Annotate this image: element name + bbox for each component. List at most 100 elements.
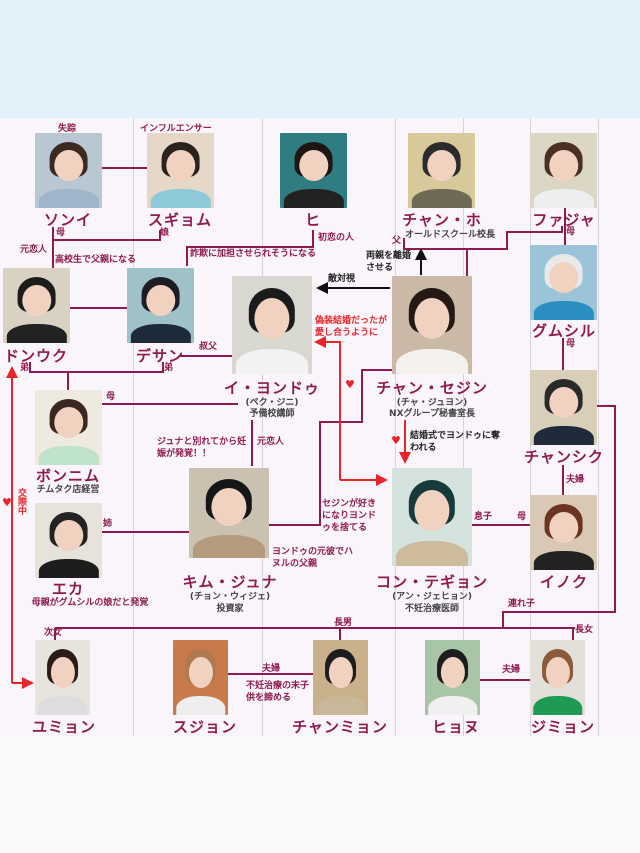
label-uncle: 叔父 <box>199 342 218 352</box>
label-fake-marriage: 偽装結婚だったが愛し合うように <box>315 316 388 338</box>
name-tegyon: コン・テギョン <box>375 573 489 591</box>
name-sonyi: ソンイ <box>43 211 93 229</box>
portrait-bonnim <box>35 390 102 465</box>
name-juna: キム・ジュナ <box>182 573 278 591</box>
portrait-jimyon <box>530 640 585 715</box>
grid-line <box>395 118 396 736</box>
name-sugyom: スギョム <box>147 211 213 229</box>
sugyom-tag: インフルエンサー <box>140 124 212 134</box>
portrait-yondu <box>232 276 312 374</box>
label-dumped: セジンが好きになりヨンドゥを捨てる <box>322 499 377 533</box>
portrait-hi <box>280 133 347 208</box>
portrait-desan <box>127 268 194 343</box>
name-hi: ヒ <box>304 211 322 229</box>
label-hostile: 敵対視 <box>328 274 356 284</box>
heart-icon: ♥ <box>345 378 355 391</box>
eka-role: 母親がグムシルの娘だと発覚 <box>31 598 149 608</box>
label-older-sister: 姉 <box>103 519 113 529</box>
grid-line <box>262 118 263 736</box>
label-father: 父 <box>392 236 402 246</box>
portrait-chansik <box>530 370 597 445</box>
label-eldest-daughter: 長女 <box>575 625 594 635</box>
portrait-hyonu <box>425 640 480 715</box>
yondu-role: 予備校講師 <box>249 409 295 419</box>
label-couple: 夫婦 <box>566 475 585 485</box>
sejin-role: NXグループ秘書室長 <box>389 409 475 419</box>
label-brother: 弟 <box>20 363 30 373</box>
name-bonnim: ボンニム <box>35 467 101 485</box>
sonyi-tag: 失踪 <box>58 124 77 134</box>
tegyon-actor: (アン・ジェヒョン) <box>392 592 472 602</box>
label-mother-gumsil: 母 <box>566 339 576 349</box>
portrait-gumsil <box>530 245 597 320</box>
portrait-donuk <box>3 268 70 343</box>
name-yondu: イ・ヨンドゥ <box>223 379 321 397</box>
juna-actor: (チョン・ウィジェ) <box>189 592 271 602</box>
label-pregnant: ジュナと別れてから妊娠が発覚！！ <box>157 437 247 459</box>
name-hyonu: ヒョヌ <box>431 718 481 736</box>
portrait-juna <box>189 468 269 558</box>
portrait-fajya <box>530 133 597 208</box>
yondu-actor: (ペク・ジニ) <box>245 398 299 408</box>
label-gave-up: 不妊治療の末子供を諦める <box>246 681 310 703</box>
label-mother-inoku: 母 <box>517 512 527 522</box>
name-donuk: ドンウク <box>3 347 69 365</box>
label-stepchild: 連れ子 <box>508 599 536 609</box>
portrait-inoku <box>530 495 597 570</box>
portrait-sugyom <box>147 133 214 208</box>
bonnim-role: チムタク店経営 <box>36 485 100 495</box>
label-eldest-son: 長男 <box>334 618 353 628</box>
label-second-daughter: 次女 <box>44 628 63 638</box>
header-band <box>0 0 640 118</box>
name-fajya: ファジャ <box>532 211 596 229</box>
portrait-tegyon <box>392 468 472 566</box>
link-chansik-children <box>502 405 616 628</box>
name-inoku: イノク <box>539 573 589 591</box>
label-first-love: 初恋の人 <box>318 233 355 243</box>
heart-icon: ♥ <box>391 434 401 447</box>
label-couple-2: 夫婦 <box>262 664 281 674</box>
label-divorce: 両親を離婚させる <box>366 251 412 273</box>
link-brothers <box>29 362 164 373</box>
name-desan: デサン <box>135 347 185 365</box>
grid-line <box>463 118 464 736</box>
portrait-sujon <box>173 640 228 715</box>
portrait-sejin <box>392 276 472 374</box>
name-chansik: チャンシク <box>524 448 604 466</box>
portrait-sonyi <box>35 133 102 208</box>
label-mother-bonnim: 母 <box>106 392 116 402</box>
label-mother: 母 <box>56 228 66 238</box>
link-desan-hi <box>186 230 314 266</box>
label-brother: 弟 <box>164 363 174 373</box>
label-teen-father: 高校生で父親になる <box>55 255 137 265</box>
love-sejin-yondu <box>314 336 341 480</box>
tegyon-role: 不妊治療医師 <box>404 604 460 614</box>
grid-line <box>133 118 134 736</box>
sejin-actor: (チャ・ジュヨン) <box>396 398 468 408</box>
name-chanho: チャン・ホ <box>402 211 482 229</box>
link-chanho-sejin <box>403 226 563 250</box>
label-son: 息子 <box>474 512 493 522</box>
portrait-chanmyon <box>313 640 368 715</box>
label-couple-3: 夫婦 <box>502 665 521 675</box>
heart-icon: ♥ <box>2 496 12 509</box>
name-gumsil: グムシル <box>532 322 596 340</box>
label-wedding: 結婚式でヨンドゥに奪われる <box>410 431 501 453</box>
chanho-role: オールドスクール校長 <box>404 230 496 240</box>
name-chanmyon: チャンミョン <box>292 718 388 736</box>
name-jimyon: ジミョン <box>530 718 596 736</box>
link-sugyom-donuk <box>53 230 161 241</box>
name-sujon: スジョン <box>172 718 238 736</box>
name-sejin: チャン・セジン <box>376 379 488 397</box>
label-dating: 交際中 <box>16 488 26 515</box>
name-eka: エカ <box>51 580 85 598</box>
label-daughter: 娘 <box>160 228 170 238</box>
juna-role: 投資家 <box>216 604 244 614</box>
label-mother-fajya: 母 <box>566 227 576 237</box>
label-haneul-father: ヨンドゥの元彼でハヌルの父親 <box>272 547 354 569</box>
label-fraud: 詐欺に加担させられそうになる <box>190 249 317 259</box>
label-ex-lover: 元恋人 <box>20 245 48 255</box>
name-yumyon: ユミョン <box>31 718 97 736</box>
portrait-yumyon <box>35 640 90 715</box>
